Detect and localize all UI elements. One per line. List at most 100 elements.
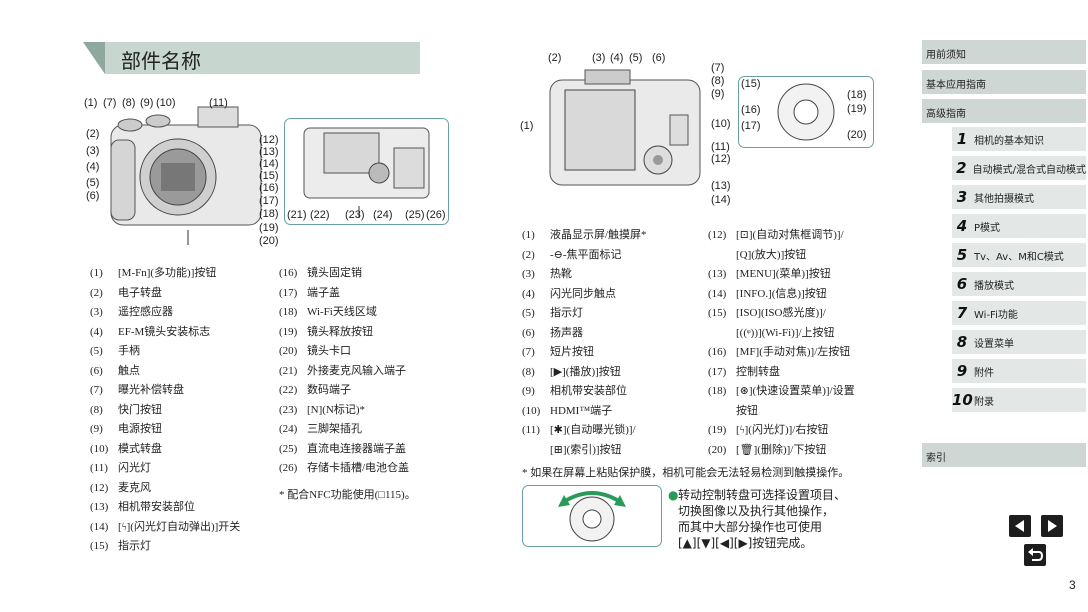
list-item-number: (9) xyxy=(90,423,103,435)
list-item: (4)EF-M镜头安装标志 xyxy=(90,323,280,343)
list-item-text: 扬声器 xyxy=(550,326,583,339)
list-item: (19)镜头释放按钮 xyxy=(279,323,469,343)
back-label-right-7: (7) xyxy=(711,62,725,74)
sidebar-chapter-4[interactable]: 4 P模式 xyxy=(952,214,1086,238)
back-label-top-1: (2) xyxy=(548,52,562,64)
chapter-title: 自动模式/混合式自动模式 xyxy=(972,164,1086,176)
front-label-top-4: (9) xyxy=(140,97,154,109)
chapter-number: 10 xyxy=(952,391,973,409)
chapter-title: P模式 xyxy=(974,222,1001,234)
sidebar-intro[interactable]: 用前须知 xyxy=(922,40,1086,64)
list-item-text: [⊛](快速设置菜单)]/设置 xyxy=(736,385,855,397)
front-label-right-7: (18) xyxy=(259,208,279,220)
list-item-text: [MENU](菜单)]按钮 xyxy=(736,268,831,280)
list-item-text: 麦克风 xyxy=(118,481,151,494)
chapter-number: 4 xyxy=(956,217,968,235)
back-label-top-3: (4) xyxy=(610,52,624,64)
list-item-text: 液晶显示屏/触摸屏* xyxy=(550,229,647,241)
sidebar-basic-guide[interactable]: 基本应用指南 xyxy=(922,70,1086,94)
list-item: (11)[✱](自动曝光锁)]/ xyxy=(522,421,712,441)
dial-text-line-4: [▲][▼][◀][▶]按钮完成。 xyxy=(678,536,813,550)
list-item-number: (17) xyxy=(279,286,298,299)
list-item-number: (26) xyxy=(279,462,298,474)
bottom-label-25: (25) xyxy=(405,209,425,221)
list-item: (15)指示灯 xyxy=(90,537,280,557)
chapter-number: 3 xyxy=(956,188,968,206)
list-item-number: (2) xyxy=(522,248,535,261)
dial-inset-illustration xyxy=(738,76,874,148)
list-item-text: [✱](自动曝光锁)]/ xyxy=(550,424,636,436)
list-item-number: (18) xyxy=(279,306,298,318)
list-item-text: 模式转盘 xyxy=(118,442,162,455)
list-item-text: 快门按钮 xyxy=(118,403,162,416)
prev-page-button[interactable] xyxy=(1009,515,1031,537)
list-item: (9)相机带安装部位 xyxy=(522,382,712,402)
list-item-number: (21) xyxy=(279,364,298,377)
front-parts-list-1: (1)[M-Fn](多功能)]按钮(2)电子转盘(3)遥控感应器(4)EF-M镜… xyxy=(90,264,280,557)
list-item: (16)镜头固定销 xyxy=(279,264,469,284)
list-item-text: Wi-Fi天线区域 xyxy=(307,306,377,318)
list-item-text: 闪光灯 xyxy=(118,462,151,474)
back-label-right-12: (12) xyxy=(711,153,731,165)
triangle-right-icon xyxy=(1048,520,1057,532)
front-label-top-1: (1) xyxy=(84,97,98,109)
sidebar-index[interactable]: 索引 xyxy=(922,443,1086,467)
bottom-camera-illustration xyxy=(284,118,449,225)
dial-label-19: (19) xyxy=(847,103,867,115)
list-item: (6)扬声器 xyxy=(522,324,712,344)
dial-label-20: (20) xyxy=(847,129,867,141)
control-dial-illustration xyxy=(522,485,662,547)
list-item-number: (10) xyxy=(90,442,109,455)
front-label-top-3: (8) xyxy=(122,97,136,109)
back-label-right-8: (8) xyxy=(711,75,725,87)
chapter-title: 附件 xyxy=(974,367,994,379)
list-item-text: EF-M镜头安装标志 xyxy=(118,325,211,338)
list-item-text: 电源按钮 xyxy=(118,423,162,435)
front-label-right-9: (20) xyxy=(259,235,279,247)
chapter-number: 9 xyxy=(956,362,968,380)
list-item: (24)三脚架插孔 xyxy=(279,420,469,440)
next-page-button[interactable] xyxy=(1041,515,1063,537)
sidebar-advanced-guide[interactable]: 高级指南 xyxy=(922,99,1086,123)
list-item-text: -⊖-焦平面标记 xyxy=(550,248,622,261)
list-item: (17)端子盖 xyxy=(279,284,469,304)
list-item: (14)[ϟ](闪光灯自动弹出)]开关 xyxy=(90,518,280,538)
list-item: [Q](放大)]按钮 xyxy=(708,246,918,266)
front-label-left-5: (6) xyxy=(86,190,100,202)
sidebar-chapter-8[interactable]: 8 设置菜单 xyxy=(952,330,1086,354)
return-arrow-icon xyxy=(1028,548,1044,561)
list-item-number: (20) xyxy=(279,345,298,357)
chapter-number: 1 xyxy=(956,130,968,148)
chapter-number: 8 xyxy=(956,333,968,351)
list-item-number: (13) xyxy=(708,268,727,280)
list-item-text: 曝光补偿转盘 xyxy=(118,384,184,396)
list-item-number: (15) xyxy=(708,307,727,319)
dial-label-17: (17) xyxy=(741,120,761,132)
chapter-title: 播放模式 xyxy=(974,280,1014,292)
list-item: (19)[ϟ](闪光灯)]/右按钮 xyxy=(708,421,918,441)
list-item: (3)遥控感应器 xyxy=(90,303,280,323)
sidebar-chapter-9[interactable]: 9 附件 xyxy=(952,359,1086,383)
back-label-top-5: (6) xyxy=(652,52,666,64)
list-item-number: (1) xyxy=(90,267,103,279)
list-item-text: [⊞](索引)]按钮 xyxy=(550,443,622,456)
chapter-title: 设置菜单 xyxy=(974,338,1014,350)
list-item-text: 直流电连接器端子盖 xyxy=(307,442,406,455)
front-label-left-1: (2) xyxy=(86,128,100,140)
title-banner: 部件名称 xyxy=(83,42,420,74)
return-button[interactable] xyxy=(1024,544,1046,566)
list-item-text: 控制转盘 xyxy=(736,365,780,378)
list-item: (11)闪光灯 xyxy=(90,459,280,479)
back-label-right-11: (11) xyxy=(711,141,730,153)
back-camera-diagram xyxy=(545,65,710,205)
bottom-label-24: (24) xyxy=(373,209,393,221)
list-item-number: (16) xyxy=(279,267,298,279)
list-item-number: (3) xyxy=(522,268,535,280)
